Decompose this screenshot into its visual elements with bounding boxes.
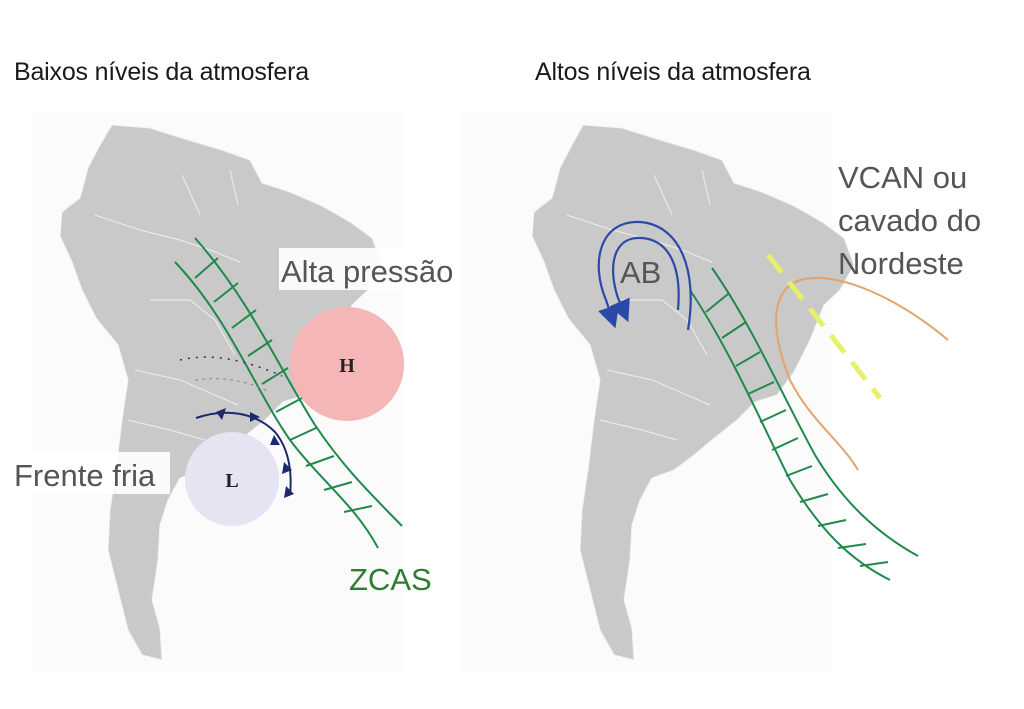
label-cold-front: Frente fria [14,458,156,493]
country-borders-left [94,169,241,441]
label-vcan-line3: Nordeste [838,246,964,281]
zcas-band-left [174,237,403,549]
cold-front-triangle [270,435,280,445]
zcas-band-right [689,267,919,581]
label-high-pressure: Alta pressão [281,254,453,289]
panel-title-low-levels: Baixos níveis da atmosfera [14,58,309,86]
dashed-gray-line [194,378,271,393]
high-pressure-symbol: H [339,355,355,377]
left-map-panel: H L Alta pressão [12,112,469,672]
vcan-trough-curve [775,277,949,471]
label-vcan-line1: VCAN ou [838,160,967,195]
low-pressure-symbol: L [225,470,238,492]
high-pressure-circle [290,307,404,421]
label-vcan-line2: cavado do [838,203,981,238]
cold-front-triangle [282,462,292,474]
label-zcas: ZCAS [349,562,432,597]
cold-front-triangle [284,486,294,498]
cold-front-triangle [250,412,260,422]
right-map-panel: AB VCAN ou cavado do Nordeste [460,112,981,672]
ab-inner-arrow [609,236,680,323]
cold-front-triangle [216,408,226,420]
label-ab: AB [620,255,661,290]
ab-outer-arrow [597,220,692,331]
low-pressure-circle [185,432,279,526]
panel-title-high-levels: Altos níveis da atmosfera [535,58,811,86]
trough-axis-dashed [766,253,882,400]
